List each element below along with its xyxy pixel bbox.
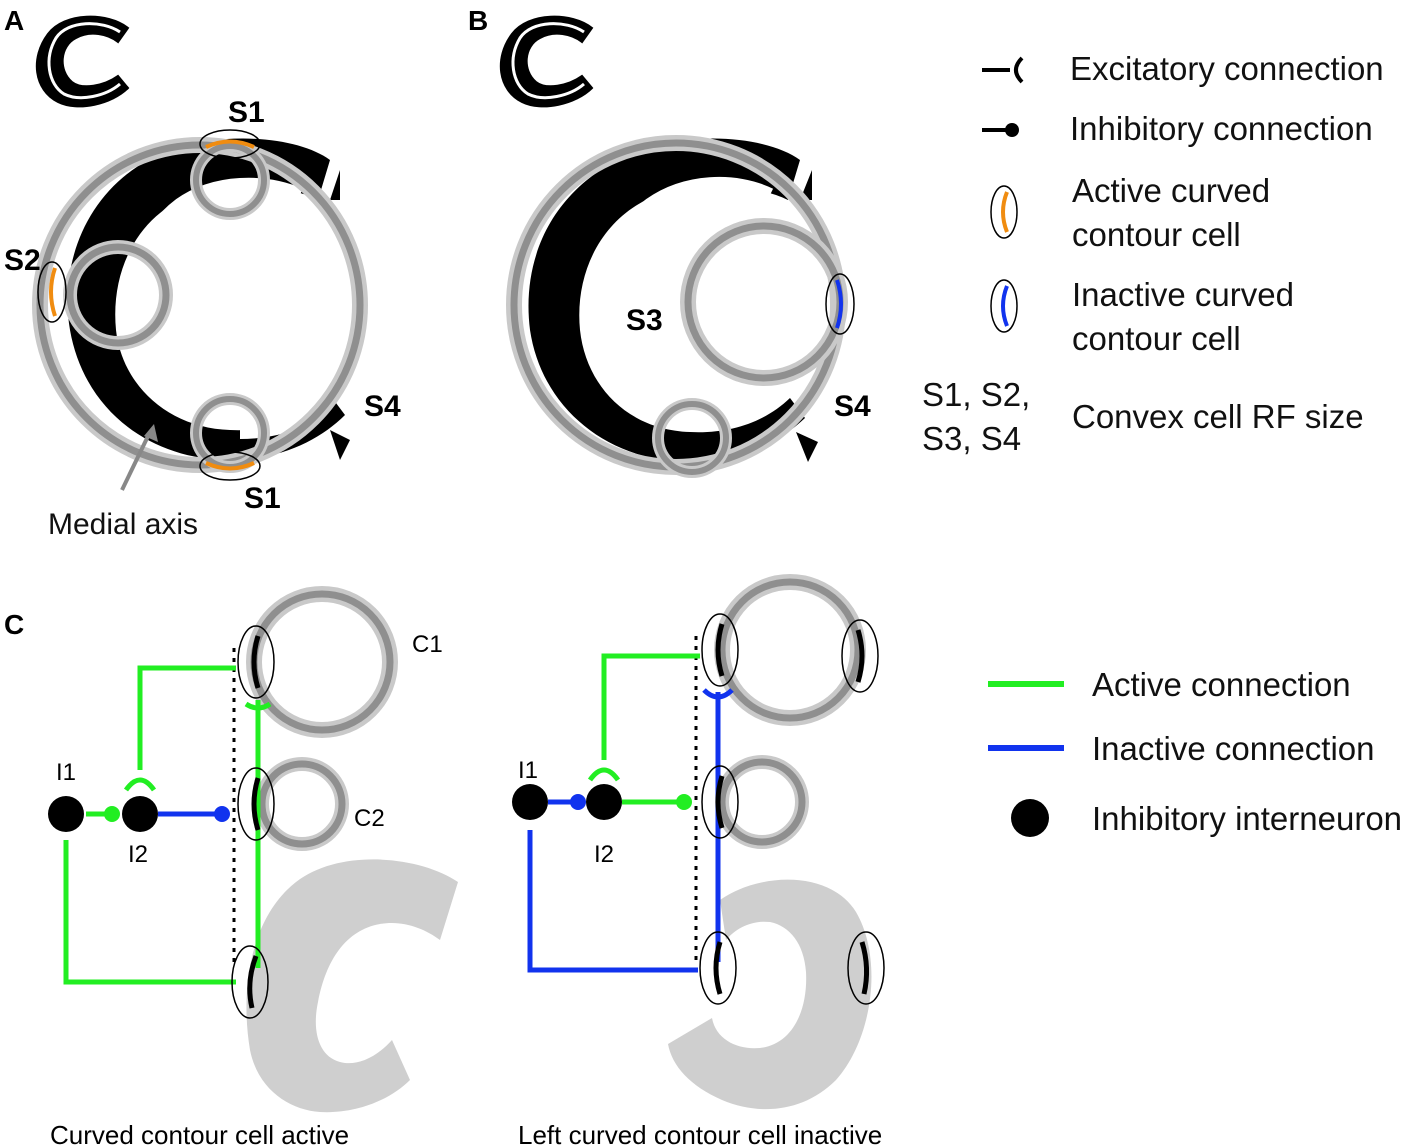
interneuron-i1-left — [48, 796, 84, 832]
legend-inactive-cell-2: contour cell — [1072, 320, 1241, 357]
contour-cell-c2-right — [701, 765, 739, 839]
contour-cell-c1-right-left — [701, 613, 739, 687]
c-shape-grey-right — [668, 879, 872, 1110]
label-s3: S3 — [626, 304, 663, 337]
panel-b: B S3 S4 — [468, 5, 871, 478]
label-i2-left: I2 — [128, 841, 148, 868]
interneuron-i2-right — [586, 784, 622, 820]
legend-top: Excitatory connection Inhibitory connect… — [922, 50, 1384, 457]
caption-right: Left curved contour cell inactive — [518, 1120, 882, 1148]
label-s4-a: S4 — [364, 390, 401, 423]
contour-cell-c1-right-right — [841, 619, 879, 693]
c-outline-icon — [35, 15, 130, 108]
legend-active-cell-2: contour cell — [1072, 216, 1241, 253]
inactive-cell-b — [825, 273, 855, 335]
label-medial-axis: Medial axis — [48, 508, 198, 541]
caption-left: Curved contour cell active — [50, 1120, 349, 1148]
panel-c-label: C — [4, 609, 24, 640]
ring-c2-right — [715, 755, 809, 849]
label-c1: C1 — [412, 631, 443, 658]
interneuron-legend-icon — [1011, 799, 1049, 837]
legend-inactive-cell-1: Inactive curved — [1072, 276, 1294, 313]
active-connection-top — [137, 665, 236, 770]
active-cell-s2 — [37, 261, 67, 323]
label-s2: S2 — [4, 244, 41, 277]
panel-a: A — [4, 5, 401, 541]
label-i1-left: I1 — [56, 759, 76, 786]
contour-cell-c2-left — [237, 767, 275, 841]
label-i1-right: I1 — [518, 757, 538, 784]
legend-interneuron: Inhibitory interneuron — [1092, 800, 1402, 837]
ring-s1-b — [652, 398, 732, 478]
ring-c1-right — [714, 574, 866, 726]
legend-active-connection: Active connection — [1092, 666, 1351, 703]
active-cell-legend-icon — [990, 185, 1018, 239]
legend-active-cell-1: Active curved — [1072, 172, 1270, 209]
inhibitory-connection-icon — [982, 123, 1019, 137]
legend-inactive-connection: Inactive connection — [1092, 730, 1375, 767]
inactive-connection-bottom-right — [527, 830, 698, 973]
circuit-left: C1 C2 I1 I2 — [48, 586, 458, 1148]
panel-a-label: A — [4, 5, 24, 36]
medial-axis-arrow — [120, 424, 158, 491]
legend-rf-sizes-2: S3, S4 — [922, 420, 1021, 457]
legend-rf-size-label: Convex cell RF size — [1072, 398, 1364, 435]
label-c2: C2 — [354, 805, 385, 832]
interneuron-i2-left — [122, 796, 158, 832]
label-s4-b: S4 — [834, 390, 871, 423]
legend-excitatory: Excitatory connection — [1070, 50, 1384, 87]
contour-cell-c1-left — [237, 625, 275, 699]
c-shape-b — [528, 138, 818, 462]
active-cell-s1-top — [199, 129, 261, 159]
legend-inhibitory: Inhibitory connection — [1070, 110, 1373, 147]
label-s1-bottom: S1 — [244, 482, 281, 515]
contour-cell-bottom-right-right — [847, 931, 885, 1005]
ring-s2-a — [63, 240, 173, 350]
legend-rf-sizes-1: S1, S2, — [922, 376, 1030, 413]
ring-s3-b — [680, 218, 848, 386]
c-outline-icon-b — [499, 15, 594, 108]
inactive-cell-legend-icon — [990, 279, 1018, 333]
interneuron-i1-right — [512, 784, 548, 820]
contour-cell-bottom-left — [231, 945, 269, 1019]
active-connection-top-right — [601, 653, 700, 760]
ring-s1-top-a — [190, 140, 270, 220]
active-connection-bottom — [63, 840, 236, 985]
c-shape-grey-left — [246, 859, 458, 1113]
circuit-right: I1 I2 Left curved contour — [512, 574, 885, 1148]
legend-c: Active connection Inactive connection In… — [988, 666, 1402, 837]
ring-c2 — [255, 757, 349, 851]
panel-c: C C1 C2 — [4, 574, 885, 1148]
panel-b-label: B — [468, 5, 488, 36]
active-cell-s1-bottom — [199, 451, 261, 481]
excitatory-connection-icon — [982, 56, 1024, 84]
contour-cell-bottom-right-left — [699, 931, 737, 1005]
label-s1-top: S1 — [228, 96, 265, 129]
label-i2-right: I2 — [594, 841, 614, 868]
